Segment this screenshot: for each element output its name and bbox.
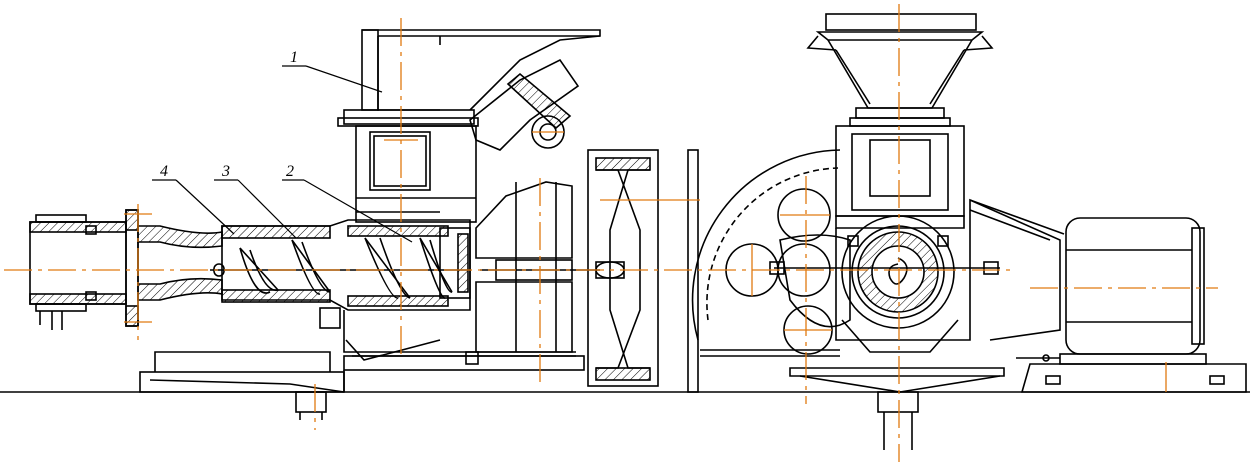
left-base-frame [139,351,585,420]
center-lines [4,4,1218,462]
screw-barrel [210,219,471,329]
bearing-housing [343,181,600,365]
separator-post [687,149,699,393]
callout-number-4: 4 [160,163,168,180]
callout-number-3: 3 [221,163,230,180]
callout-number-1: 1 [290,49,298,66]
callout-4: 4 [152,163,235,235]
callout-number-2: 2 [286,163,294,180]
feed-hopper [337,29,601,223]
callout-3: 3 [214,163,297,239]
callout-2: 2 [282,163,413,243]
extruder-head [769,215,1005,450]
gear-wheel [691,149,851,357]
center-crosses [124,131,1167,392]
callout-1: 1 [282,49,383,93]
pulley-wheel [587,149,659,387]
electric-motor [1016,217,1247,393]
upper-hopper [806,13,994,127]
discharge-nozzle [29,209,223,330]
